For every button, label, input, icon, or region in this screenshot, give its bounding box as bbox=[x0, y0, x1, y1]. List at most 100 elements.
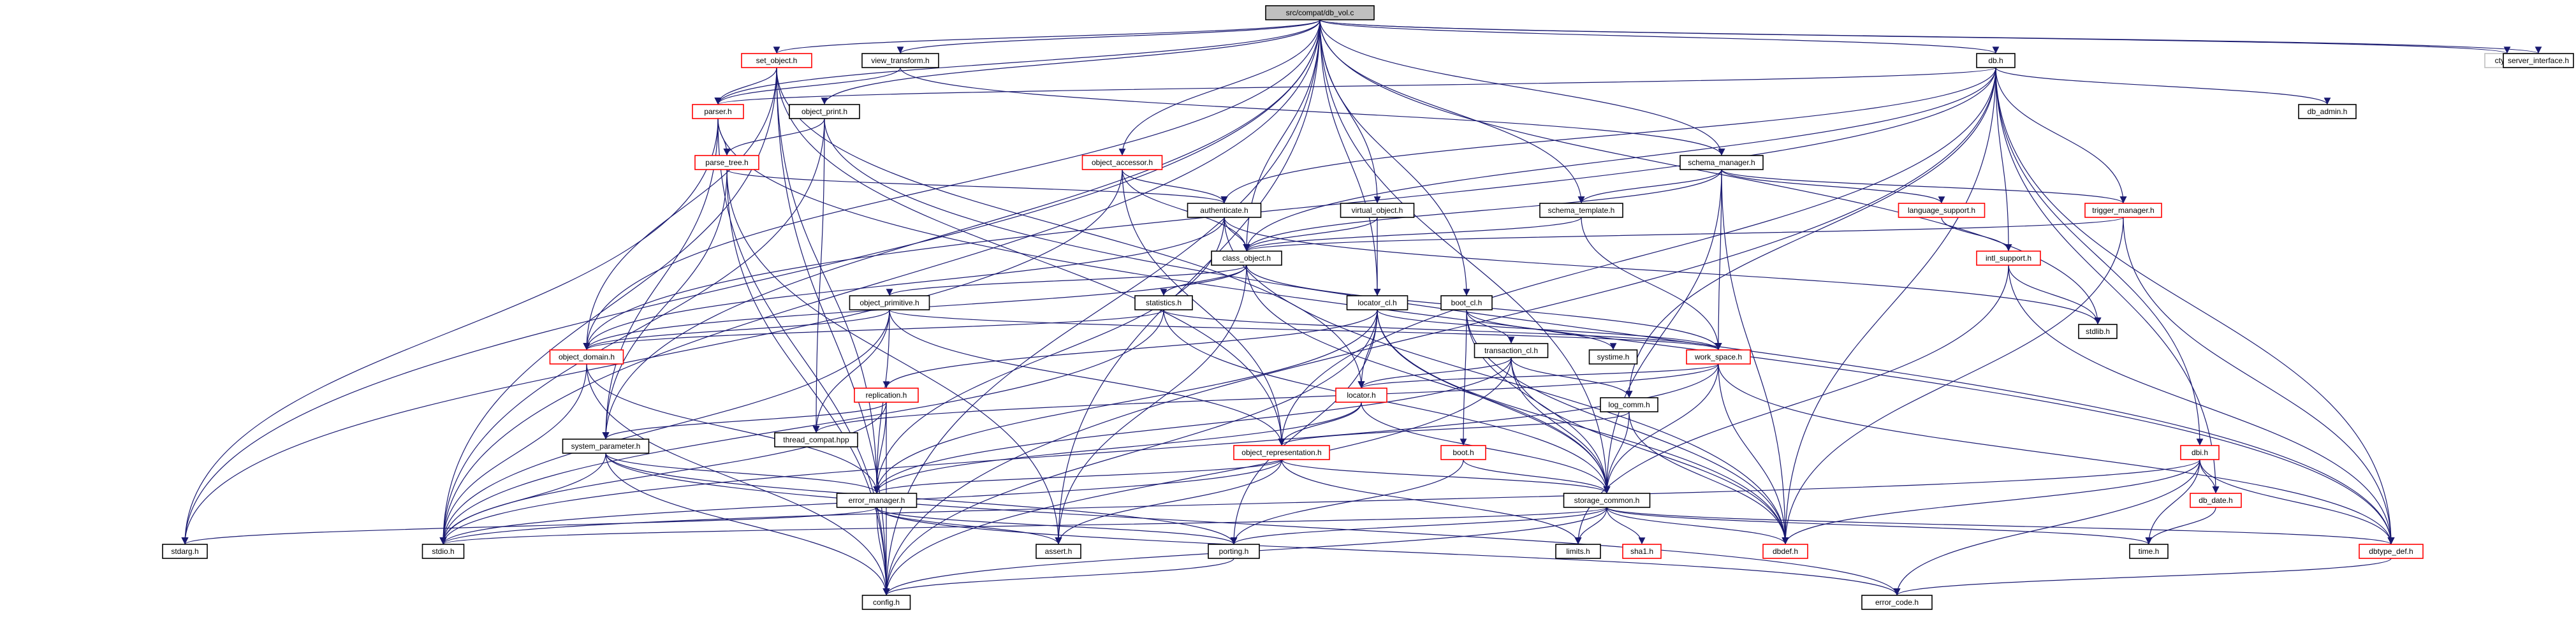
node-label-object_print_h: object_print.h bbox=[801, 107, 847, 116]
edge-object_primitive_h-to-work_space_h bbox=[889, 309, 1722, 351]
node-view_transform_h[interactable]: view_transform.h bbox=[861, 53, 939, 68]
node-box-stdio_h bbox=[421, 544, 465, 559]
edge-transaction_cl_h-to-locator_h bbox=[1358, 357, 1512, 389]
edge-object_accessor_h-to-authenticate_h bbox=[1122, 169, 1228, 204]
edge-schema_manager_h-to-schema_template_h bbox=[1577, 169, 1722, 204]
node-authenticate_h[interactable]: authenticate.h bbox=[1187, 203, 1262, 218]
edge-db_vol_c-to-locator_cl_h bbox=[1319, 19, 1381, 296]
node-label-dbdef_h: dbdef.h bbox=[1773, 547, 1798, 556]
edge-db_vol_c-to-object_accessor_h bbox=[1118, 19, 1321, 156]
node-dbi_h[interactable]: dbi.h bbox=[2180, 445, 2220, 460]
edge-db_h-to-dbi_h bbox=[1995, 67, 2204, 446]
node-stdio_h[interactable]: stdio.h bbox=[421, 544, 465, 559]
node-transaction_cl_h[interactable]: transaction_cl.h bbox=[1474, 343, 1549, 358]
node-object_print_h[interactable]: object_print.h bbox=[789, 104, 860, 119]
node-db_date_h[interactable]: db_date.h bbox=[2190, 493, 2242, 508]
node-set_object_h[interactable]: set_object.h bbox=[741, 53, 812, 68]
node-db_h[interactable]: db.h bbox=[1976, 53, 2016, 68]
edge-error_manager_h-to-config_h bbox=[876, 507, 890, 596]
node-box-object_primitive_h bbox=[849, 295, 930, 310]
edge-db_vol_c-to-stdarg_h bbox=[181, 19, 1321, 545]
node-dbdef_h[interactable]: dbdef.h bbox=[1762, 544, 1808, 559]
node-label-work_space_h: work_space.h bbox=[1694, 352, 1742, 361]
edge-schema_manager_h-to-trigger_manager_h bbox=[1721, 169, 2127, 204]
node-label-set_object_h: set_object.h bbox=[756, 56, 798, 65]
node-db_admin_h[interactable]: db_admin.h bbox=[2298, 104, 2357, 119]
node-box-porting_h bbox=[1208, 544, 1260, 559]
node-object_accessor_h[interactable]: object_accessor.h bbox=[1081, 155, 1163, 170]
node-parser_h[interactable]: parser.h bbox=[692, 104, 744, 119]
node-storage_common_h[interactable]: storage_common.h bbox=[1563, 493, 1651, 508]
edge-boot_h-to-storage_common_h bbox=[1463, 459, 1611, 494]
node-object_representation_h[interactable]: object_representation.h bbox=[1233, 445, 1330, 460]
node-virtual_object_h[interactable]: virtual_object.h bbox=[1340, 203, 1415, 218]
node-statistics_h[interactable]: statistics.h bbox=[1134, 295, 1193, 310]
node-locator_h[interactable]: locator.h bbox=[1335, 388, 1387, 403]
node-work_space_h[interactable]: work_space.h bbox=[1686, 349, 1751, 365]
node-error_manager_h[interactable]: error_manager.h bbox=[836, 493, 918, 508]
edge-db_vol_c-to-stdlib_h bbox=[1319, 19, 2102, 325]
node-object_domain_h[interactable]: object_domain.h bbox=[549, 349, 624, 365]
edge-parse_tree_h-to-system_parameter_h bbox=[602, 169, 728, 440]
node-limits_h[interactable]: limits.h bbox=[1555, 544, 1601, 559]
edge-object_print_h-to-parse_tree_h bbox=[723, 118, 825, 156]
node-parse_tree_h[interactable]: parse_tree.h bbox=[694, 155, 759, 170]
edge-transaction_cl_h-to-storage_common_h bbox=[1511, 357, 1611, 494]
node-thread_compat_hpp[interactable]: thread_compat.hpp bbox=[774, 432, 858, 447]
node-box-schema_template_h bbox=[1539, 203, 1623, 218]
edge-schema_manager_h-to-dbdef_h bbox=[1721, 169, 1789, 545]
node-box-object_accessor_h bbox=[1081, 155, 1163, 170]
edge-transaction_cl_h-to-config_h bbox=[882, 357, 1512, 596]
edge-error_manager_h-to-error_code_h bbox=[876, 507, 1901, 596]
node-time_h[interactable]: time.h bbox=[2129, 544, 2169, 559]
node-trigger_manager_h[interactable]: trigger_manager.h bbox=[2084, 203, 2162, 218]
edge-object_primitive_h-to-thread_compat_hpp bbox=[812, 309, 890, 433]
node-language_support_h[interactable]: language_support.h bbox=[1898, 203, 1986, 218]
edge-db_vol_c-to-server_interface_h bbox=[1319, 19, 2542, 54]
edge-db_h-to-parser_h bbox=[715, 67, 1996, 105]
node-assert_h[interactable]: assert.h bbox=[1036, 544, 1081, 559]
node-locator_cl_h[interactable]: locator_cl.h bbox=[1346, 295, 1409, 310]
node-server_interface_h[interactable]: server_interface.h bbox=[2503, 53, 2574, 68]
node-schema_manager_h[interactable]: schema_manager.h bbox=[1680, 155, 1764, 170]
node-stdlib_h[interactable]: stdlib.h bbox=[2078, 324, 2118, 339]
node-system_parameter_h[interactable]: system_parameter.h bbox=[562, 439, 650, 454]
node-box-trigger_manager_h bbox=[2084, 203, 2162, 218]
node-label-intl_support_h: intl_support.h bbox=[1986, 254, 2031, 263]
node-box-error_code_h bbox=[1861, 595, 1933, 610]
node-schema_template_h[interactable]: schema_template.h bbox=[1539, 203, 1623, 218]
node-replication_h[interactable]: replication.h bbox=[854, 388, 919, 403]
edge-boot_h-to-porting_h bbox=[1230, 459, 1464, 545]
node-porting_h[interactable]: porting.h bbox=[1208, 544, 1260, 559]
node-box-db_vol_c bbox=[1265, 5, 1375, 20]
node-box-sha1_h bbox=[1622, 544, 1662, 559]
node-systime_h[interactable]: systime.h bbox=[1588, 349, 1638, 365]
node-error_code_h[interactable]: error_code.h bbox=[1861, 595, 1933, 610]
node-intl_support_h[interactable]: intl_support.h bbox=[1976, 250, 2041, 266]
node-box-statistics_h bbox=[1134, 295, 1193, 310]
node-label-server_interface_h: server_interface.h bbox=[2508, 56, 2569, 65]
edge-storage_common_h-to-time_h bbox=[1606, 507, 2153, 545]
node-box-object_print_h bbox=[789, 104, 860, 119]
node-boot_h[interactable]: boot.h bbox=[1440, 445, 1486, 460]
node-boot_cl_h[interactable]: boot_cl.h bbox=[1440, 295, 1493, 310]
node-class_object_h[interactable]: class_object.h bbox=[1211, 250, 1282, 266]
edge-storage_common_h-to-sha1_h bbox=[1606, 507, 1646, 545]
node-dbtype_def_h[interactable]: dbtype_def.h bbox=[2359, 544, 2424, 559]
node-box-schema_manager_h bbox=[1680, 155, 1764, 170]
node-box-storage_common_h bbox=[1563, 493, 1651, 508]
node-box-class_object_h bbox=[1211, 250, 1282, 266]
node-log_comm_h[interactable]: log_comm.h bbox=[1600, 397, 1658, 412]
node-stdarg_h[interactable]: stdarg.h bbox=[162, 544, 208, 559]
node-object_primitive_h[interactable]: object_primitive.h bbox=[849, 295, 930, 310]
node-config_h[interactable]: config.h bbox=[861, 595, 911, 610]
node-sha1_h[interactable]: sha1.h bbox=[1622, 544, 1662, 559]
node-box-db_h bbox=[1976, 53, 2016, 68]
edge-statistics_h-to-stdio_h bbox=[439, 309, 1164, 545]
edge-db_date_h-to-time_h bbox=[2145, 507, 2216, 545]
node-label-stdio_h: stdio.h bbox=[432, 547, 454, 556]
edge-db_vol_c-to-schema_template_h bbox=[1319, 19, 1585, 204]
edge-dbi_h-to-dbdef_h bbox=[1782, 459, 2200, 545]
edge-db_vol_c-to-system_parameter_h bbox=[602, 19, 1321, 440]
edge-object_print_h-to-dbtype_def_h bbox=[824, 118, 2395, 545]
